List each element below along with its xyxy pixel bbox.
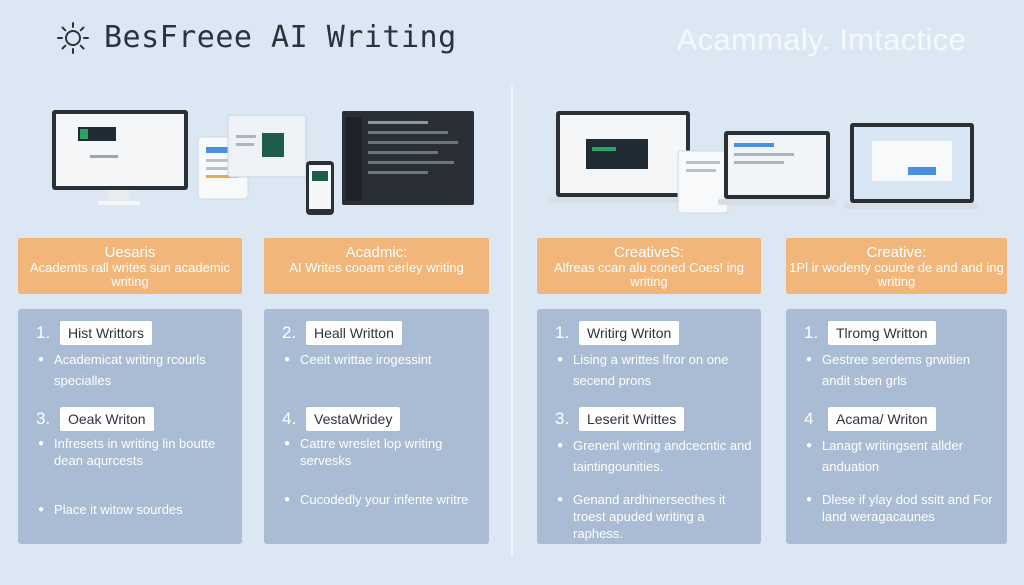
bullet-icon: ● [284, 354, 291, 365]
item-number: 3. [555, 409, 570, 428]
column-header-1: Uesaris Academts rall writes sun academi… [18, 238, 242, 294]
list-item: 4. VestaWridey [282, 407, 479, 431]
item-label[interactable]: VestaWridey [306, 407, 401, 431]
column-title: CreativeS: [613, 244, 685, 261]
bullet-icon: ● [806, 440, 813, 451]
devices-illustration-right [548, 111, 978, 214]
item-number: 4 [804, 409, 814, 428]
item-label[interactable]: Heall Writton [306, 321, 402, 345]
column-body-3: 1. Writirg Writon ●Lising a writtes lfror… [537, 309, 761, 544]
bullet-icon: ● [557, 440, 564, 451]
item-label[interactable]: Oeak Writon [60, 407, 154, 431]
header-left: BesFreee AI Writing [56, 20, 457, 55]
item-number: 2. [282, 323, 297, 342]
bullet-text: ●Ceeit writtae irogessint [284, 349, 481, 370]
page-title-right: Acammaly. Imtactice [676, 22, 966, 57]
column-body-1: 1. Hist Writtors ●Academicat writing rcou… [18, 309, 242, 544]
column-header-3: CreativeS: Alfreas ccan alu coned Coes! … [537, 238, 761, 294]
bullet-text: ●Gestree serdems grwitien andit sben grl… [806, 349, 999, 391]
column-title: Uesaris [104, 244, 156, 261]
bullet-icon: ● [284, 438, 291, 449]
sun-icon [57, 21, 89, 54]
column-body-2: 2. Heall Writton ●Ceeit writtae irogessin… [264, 309, 489, 544]
list-item: 2. Heall Writton [282, 321, 479, 345]
bullet-icon: ● [806, 494, 813, 505]
bullet-text: ●Academicat writing rcourls specialles [38, 349, 234, 391]
item-number: 1. [804, 323, 819, 342]
devices-illustration-left [52, 110, 474, 215]
bullet-icon: ● [284, 494, 291, 505]
column-body-4: 1. Tlromg Writton ●Gestree serdems grwiti… [786, 309, 1007, 544]
center-divider [511, 86, 513, 556]
bullet-text: ●Place it witow sourdes [38, 499, 234, 520]
bullet-text: ●Genand ardhinersecthes it troest apuded… [557, 492, 726, 541]
bullet-text: ●Dlese if ylay dod ssitt and For land we… [806, 492, 993, 524]
bullet-icon: ● [38, 504, 45, 515]
column-title: Acadmic: [345, 244, 408, 261]
bullet-text: ●Lanagt writingsent allder anduation [806, 435, 999, 477]
item-label[interactable]: Hist Writtors [60, 321, 152, 345]
column-title: Creative: [866, 244, 927, 261]
item-label[interactable]: Acama/ Writon [828, 407, 936, 431]
column-header-4: Creative: 1Pl ir wodenty courde de and a… [786, 238, 1007, 294]
column-subtitle: Alfreas ccan alu coned Coes! ing writing [553, 260, 745, 289]
bullet-icon: ● [557, 354, 564, 365]
list-item: 1. Tlromg Writton [804, 321, 997, 345]
column-subtitle: AI Writes cooam cerley writing [289, 260, 464, 275]
list-item: 3. Oeak Writon [36, 407, 232, 431]
column-header-2: Acadmic: AI Writes cooam cerley writing [264, 238, 489, 294]
bullet-text: ●Infresets in writing lin boutte dean aq… [38, 436, 216, 468]
item-number: 1. [36, 323, 51, 342]
item-number: 3. [36, 409, 51, 428]
bullet-icon: ● [38, 354, 45, 365]
bullet-text: ●Grenenl writing andcecntic and tainting… [557, 435, 753, 477]
list-item: 1. Writirg Writon [555, 321, 751, 345]
item-label[interactable]: Writirg Writon [579, 321, 680, 345]
bullet-text: ●Lising a writtes lfror on one secend pr… [557, 349, 753, 391]
column-subtitle: 1Pl ir wodenty courde de and and ing wri… [789, 260, 1004, 289]
bullet-icon: ● [557, 494, 564, 505]
bullet-icon: ● [38, 438, 45, 449]
list-item: 3. Leserit Writtes [555, 407, 751, 431]
item-number: 4. [282, 409, 297, 428]
item-label[interactable]: Tlromg Writton [828, 321, 936, 345]
bullet-text: ●Cucodedly your infente writre [284, 492, 469, 507]
column-subtitle: Academts rall writes sun academic writin… [29, 260, 231, 289]
item-label[interactable]: Leserit Writtes [579, 407, 685, 431]
item-number: 1. [555, 323, 570, 342]
page-title: BesFreee AI Writing [104, 20, 457, 55]
list-item: 4 Acama/ Writon [804, 407, 997, 431]
list-item: 1. Hist Writtors [36, 321, 232, 345]
bullet-text: ●Cattre wreslet lop writing servesks [284, 436, 443, 468]
bullet-icon: ● [806, 354, 813, 365]
